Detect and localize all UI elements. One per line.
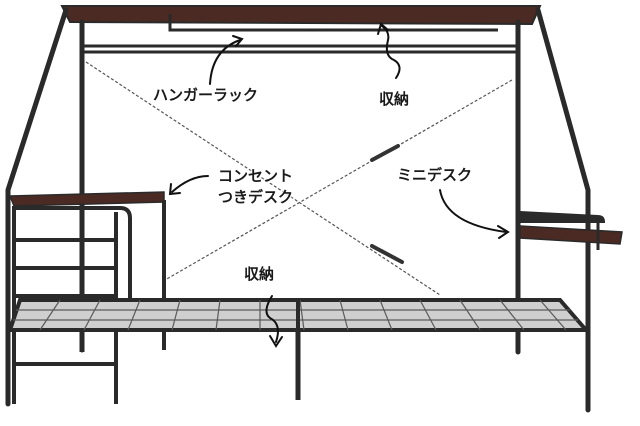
mini-desk xyxy=(519,211,623,250)
label-storage-bottom: 収納 xyxy=(244,265,275,283)
label-outlet-desk-line2: つきデスク xyxy=(218,188,294,206)
label-hanger-rack: ハンガーラック xyxy=(153,86,259,104)
bed-legs xyxy=(79,330,521,400)
label-outlet-desk-line1: コンセント xyxy=(218,167,294,185)
annotation-arrows xyxy=(168,22,510,348)
bed-base xyxy=(7,298,591,332)
hanger-rack-rail xyxy=(84,14,516,54)
wire-tensioners xyxy=(370,144,404,264)
top-shelf xyxy=(60,5,542,26)
cross-wires xyxy=(85,61,513,296)
label-storage-top: 収納 xyxy=(379,90,410,108)
label-mini-desk: ミニデスク xyxy=(397,166,473,184)
